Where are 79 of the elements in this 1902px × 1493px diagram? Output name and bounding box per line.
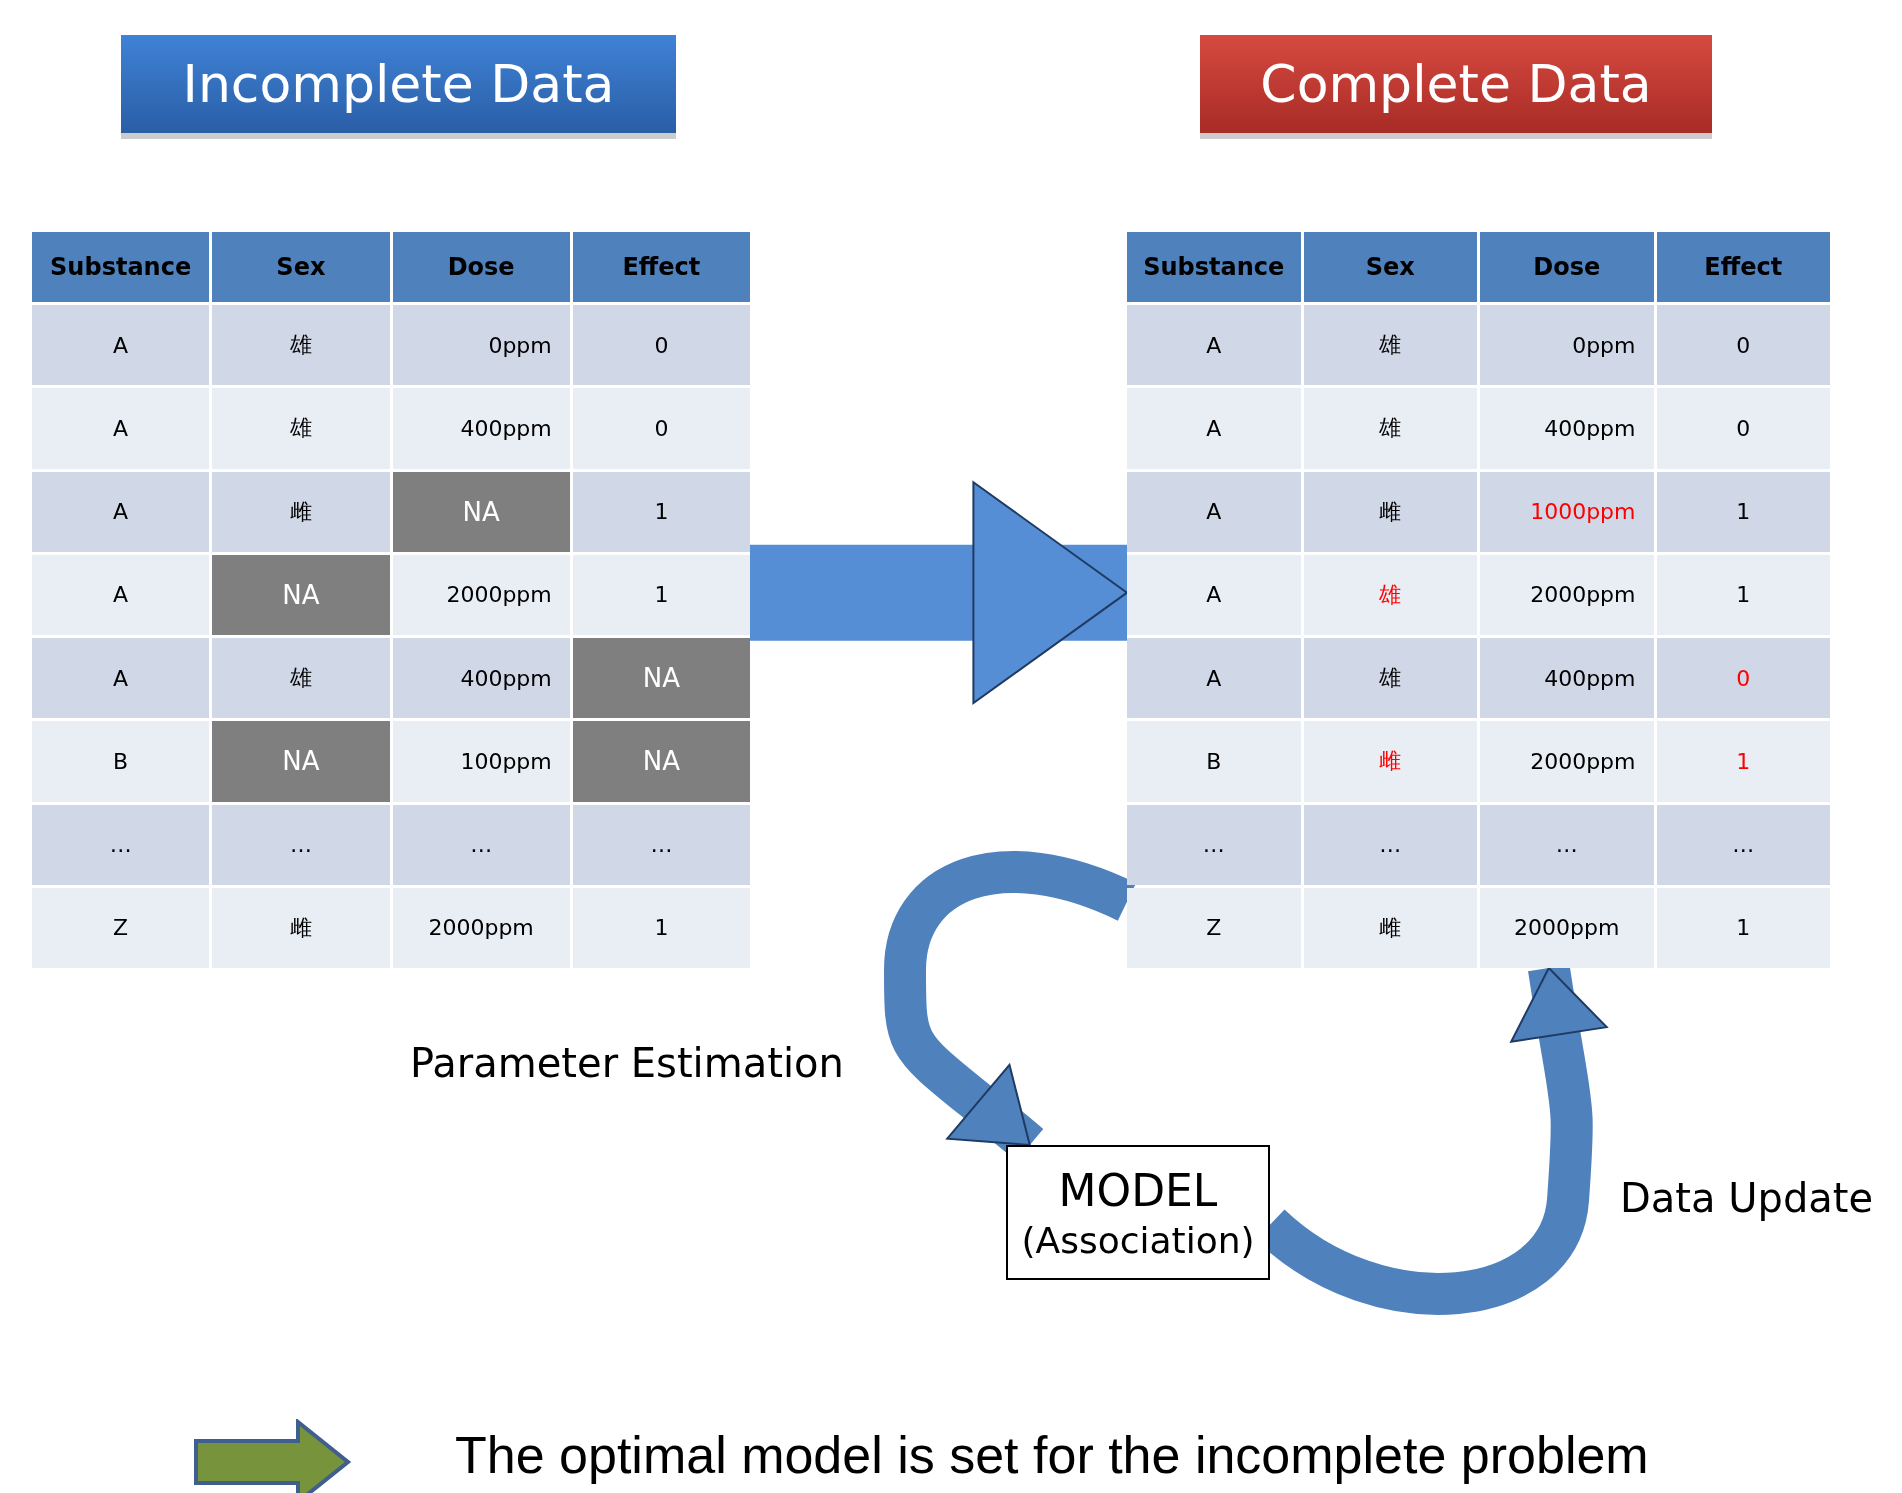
table-cell: NA — [392, 471, 570, 552]
header-cell: Dose — [1480, 232, 1654, 302]
table-cell: 雄 — [1303, 638, 1477, 719]
table-cell: 400ppm — [392, 388, 570, 469]
header-cell: Effect — [1656, 232, 1830, 302]
table-cell: A — [32, 471, 210, 552]
table-cell: 400ppm — [1480, 388, 1654, 469]
table-cell: 1 — [572, 887, 750, 968]
data-table — [32, 232, 750, 968]
table-cell: 1 — [1656, 887, 1830, 968]
header-cell: Substance — [1127, 232, 1301, 302]
header-cell: Dose — [392, 232, 570, 302]
table-cell: 0 — [1656, 388, 1830, 469]
table-cell: 1000ppm — [1480, 471, 1654, 552]
block-arrow — [750, 481, 1128, 705]
table-cell: A — [1127, 471, 1301, 552]
table-cell: 1 — [1656, 721, 1830, 802]
header-cell: Sex — [212, 232, 390, 302]
table-cell: A — [1127, 388, 1301, 469]
table-cell: … — [1303, 804, 1477, 885]
table-cell: B — [32, 721, 210, 802]
table-cell: NA — [212, 721, 390, 802]
table-cell: 100ppm — [392, 721, 570, 802]
header-cell: Sex — [1303, 232, 1477, 302]
table-cell: 雄 — [212, 638, 390, 719]
table-cell: 1 — [572, 554, 750, 635]
table-cell: A — [32, 554, 210, 635]
table-cell: … — [1656, 804, 1830, 885]
table-cell: 1 — [1656, 554, 1830, 635]
table-cell: A — [1127, 554, 1301, 635]
model-title: MODEL — [1058, 1163, 1218, 1218]
table-cell: NA — [572, 721, 750, 802]
model-subtitle: (Association) — [1021, 1218, 1255, 1263]
table-cell: 400ppm — [392, 638, 570, 719]
table-cell: 雄 — [1303, 388, 1477, 469]
table-cell: … — [32, 804, 210, 885]
table-cell: … — [1480, 804, 1654, 885]
table-cell: 雄 — [1303, 305, 1477, 386]
table-cell: 雌 — [212, 887, 390, 968]
header-cell: Substance — [32, 232, 210, 302]
table-cell: 雌 — [1303, 887, 1477, 968]
table-cell: 2000ppm — [1480, 721, 1654, 802]
table-cell: 400ppm — [1480, 638, 1654, 719]
table-cell: 雌 — [1303, 471, 1477, 552]
table-cell: A — [32, 638, 210, 719]
data-table — [1127, 232, 1830, 968]
table-cell: 0 — [572, 305, 750, 386]
table-cell: 2000ppm — [392, 554, 570, 635]
table-cell: A — [32, 305, 210, 386]
table-cell: 2000ppm — [1480, 887, 1654, 968]
table-cell: 雌 — [1303, 721, 1477, 802]
table-cell: 2000ppm — [1480, 554, 1654, 635]
header-cell: Effect — [572, 232, 750, 302]
table-cell: … — [572, 804, 750, 885]
table-cell: 0ppm — [1480, 305, 1654, 386]
table-cell: 1 — [572, 471, 750, 552]
table-cell: Z — [32, 887, 210, 968]
table-cell: 0 — [1656, 305, 1830, 386]
table-cell: NA — [212, 554, 390, 635]
table-cell: A — [32, 388, 210, 469]
note-text: The optimal model is set for the incomplete problem — [455, 1425, 1649, 1485]
table-cell: 雄 — [212, 388, 390, 469]
table-cell: … — [212, 804, 390, 885]
table-cell: 雄 — [212, 305, 390, 386]
table-cell: 0 — [572, 388, 750, 469]
table-cell: A — [1127, 305, 1301, 386]
model-box — [1006, 1145, 1270, 1280]
table-cell: NA — [572, 638, 750, 719]
table-cell: 2000ppm — [392, 887, 570, 968]
table-cell: A — [1127, 638, 1301, 719]
table-cell: 0 — [1656, 638, 1830, 719]
table-cell: 雌 — [212, 471, 390, 552]
table-cell: … — [1127, 804, 1301, 885]
table-cell: 0ppm — [392, 305, 570, 386]
table-cell: 1 — [1656, 471, 1830, 552]
table-cell: … — [392, 804, 570, 885]
table-cell: 雄 — [1303, 554, 1477, 635]
table-cell: Z — [1127, 887, 1301, 968]
table-cell: B — [1127, 721, 1301, 802]
